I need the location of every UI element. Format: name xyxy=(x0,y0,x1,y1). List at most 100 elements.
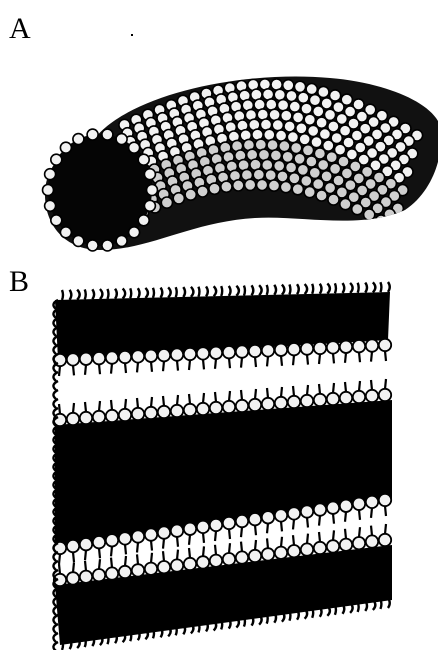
lipid-tail xyxy=(73,403,74,413)
headgroup xyxy=(221,181,232,192)
headgroup xyxy=(262,511,274,523)
headgroup xyxy=(210,555,222,567)
headgroup xyxy=(262,548,274,560)
headgroup xyxy=(327,540,339,552)
lipid-tail xyxy=(161,627,163,637)
headgroup xyxy=(292,184,303,195)
lipid-tail xyxy=(73,365,74,375)
headgroup xyxy=(236,515,248,527)
lipid-tail xyxy=(385,524,386,534)
lipid-tail xyxy=(53,615,58,624)
lipid-tail xyxy=(236,286,239,296)
lipid-tail xyxy=(168,626,171,636)
headgroup xyxy=(289,101,300,112)
lipid-tail xyxy=(373,282,376,292)
lipid-tail xyxy=(255,389,256,399)
headgroup xyxy=(93,536,105,548)
lipid-tail xyxy=(189,394,190,404)
lipid-tail xyxy=(189,535,190,545)
lipid-tail xyxy=(327,606,330,616)
lipid-tail xyxy=(214,286,217,296)
lipid-tail xyxy=(125,363,126,373)
headgroup xyxy=(80,538,92,550)
headgroup xyxy=(352,204,363,215)
lipid-tail xyxy=(59,366,60,376)
lipid-tail xyxy=(189,548,190,558)
headgroup xyxy=(294,153,305,164)
headgroup xyxy=(223,553,235,565)
headgroup xyxy=(223,346,235,358)
lipid-tail xyxy=(335,605,336,615)
headgroup xyxy=(233,180,244,191)
lipid-tail xyxy=(161,288,163,298)
headgroup xyxy=(145,407,157,419)
headgroup xyxy=(288,396,300,408)
lipid-tail xyxy=(244,286,245,296)
lipid-tail xyxy=(312,608,313,618)
headgroup xyxy=(210,402,222,414)
headgroup xyxy=(353,498,365,510)
lipid-tail xyxy=(359,381,360,391)
lipid-tail xyxy=(203,393,204,403)
lipid-tail xyxy=(371,380,372,390)
lipid-tail xyxy=(85,402,86,412)
lipid-tail xyxy=(168,287,171,297)
headgroup xyxy=(147,185,158,196)
headgroup xyxy=(288,507,300,519)
lipid-tail xyxy=(85,550,86,560)
lipid-tail xyxy=(206,621,208,631)
lipid-tail xyxy=(206,286,208,296)
headgroup xyxy=(158,561,170,573)
headgroup xyxy=(314,503,326,515)
headgroup xyxy=(288,343,300,355)
lipid-tail xyxy=(345,529,346,539)
headgroup xyxy=(60,227,71,238)
lipid-tail xyxy=(327,283,330,293)
lipid-tail xyxy=(123,289,126,299)
headgroup xyxy=(138,154,149,165)
lipid-tail xyxy=(111,364,112,374)
headgroup xyxy=(249,399,261,411)
headgroup xyxy=(184,558,196,570)
lipid-tail xyxy=(305,284,308,294)
lipid-tail xyxy=(151,553,152,563)
lipid-tail xyxy=(137,554,138,564)
lipid-tail xyxy=(123,632,126,642)
lipid-tail xyxy=(358,283,359,293)
lipid-tail xyxy=(293,519,294,529)
lipid-tail xyxy=(320,284,322,294)
headgroup xyxy=(102,240,113,251)
headgroup xyxy=(171,405,183,417)
lipid-tail xyxy=(53,642,58,650)
headgroup xyxy=(304,114,315,125)
lipid-tail xyxy=(99,364,100,374)
headgroup xyxy=(387,221,398,232)
headgroup xyxy=(274,160,285,171)
lipid-tail xyxy=(229,391,230,401)
lipid-tail xyxy=(385,506,386,516)
lipid-tail xyxy=(229,543,230,553)
headgroup xyxy=(296,123,307,134)
stacked-lipid-bilayers xyxy=(53,282,392,650)
lipid-tail xyxy=(281,356,282,366)
headgroup xyxy=(197,403,209,415)
lipid-tail xyxy=(99,401,100,411)
lipid-tail xyxy=(319,354,320,364)
lipid-tail xyxy=(293,535,294,545)
lipid-tail xyxy=(53,624,58,633)
lipid-tail xyxy=(214,620,217,630)
headgroup xyxy=(314,542,326,554)
lipid-tail xyxy=(53,345,58,354)
lipid-tail xyxy=(267,388,268,398)
lipid-tail xyxy=(259,285,262,295)
headgroup xyxy=(328,194,339,205)
headgroup xyxy=(67,353,79,365)
lipid-tail xyxy=(380,282,381,292)
lipid-tail xyxy=(153,288,154,298)
headgroup xyxy=(277,171,288,182)
headgroup xyxy=(376,215,387,226)
headgroup xyxy=(80,353,92,365)
headgroup xyxy=(301,505,313,517)
lipid-tail xyxy=(281,387,282,397)
headgroup xyxy=(304,187,315,198)
